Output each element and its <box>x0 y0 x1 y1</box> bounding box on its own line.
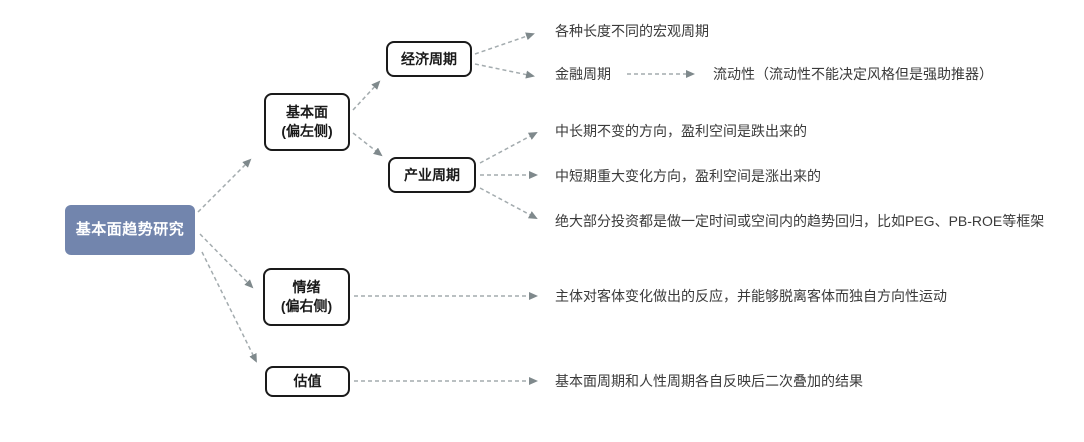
node-economic-cycle: 经济周期 <box>386 41 472 77</box>
leaf-valuation-desc: 基本面周期和人性周期各自反映后二次叠加的结果 <box>555 373 863 389</box>
leaf-sentiment-desc: 主体对客体变化做出的反应，并能够脱离客体而独自方向性运动 <box>555 288 947 304</box>
leaf-financial-cycle: 金融周期 <box>555 66 611 82</box>
node-root: 基本面趋势研究 <box>65 205 195 255</box>
node-fundamental: 基本面 (偏左侧) <box>264 93 350 151</box>
node-fundamental-line2: (偏左侧) <box>281 123 333 139</box>
node-sentiment: 情绪 (偏右侧) <box>263 268 350 326</box>
node-fundamental-line1: 基本面 <box>286 104 328 121</box>
node-industry-cycle: 产业周期 <box>388 157 476 193</box>
node-sentiment-line2: (偏右侧) <box>280 298 333 314</box>
arrow-economic-to-financial <box>474 63 535 79</box>
node-valuation: 估值 <box>265 366 350 397</box>
arrow-root-to-fundamental <box>197 158 252 213</box>
arrow-root-to-valuation <box>201 251 257 363</box>
node-industry-cycle-label: 产业周期 <box>404 166 460 183</box>
node-valuation-label: 估值 <box>293 373 322 390</box>
node-economic-cycle-label: 经济周期 <box>401 50 457 67</box>
arrow-industry-to-reversion <box>479 187 538 219</box>
arrow-industry-to-midlong <box>479 132 538 164</box>
leaf-mid-long-term: 中长期不变的方向，盈利空间是跌出来的 <box>555 123 807 139</box>
arrow-fundamental-to-industry <box>352 132 383 157</box>
leaf-liquidity: 流动性（流动性不能决定风格但是强助推器） <box>713 66 993 82</box>
leaf-macro-cycles: 各种长度不同的宏观周期 <box>555 23 709 39</box>
arrow-root-to-sentiment <box>199 233 254 289</box>
arrow-fundamental-to-economic <box>352 80 381 111</box>
node-root-label: 基本面趋势研究 <box>75 220 185 238</box>
leaf-trend-reversion: 绝大部分投资都是做一定时间或空间内的趋势回归，比如PEG、PB-ROE等框架 <box>555 213 1045 229</box>
arrow-economic-to-macro <box>474 32 535 55</box>
leaf-mid-short-term: 中短期重大变化方向，盈利空间是涨出来的 <box>555 168 821 184</box>
node-sentiment-line1: 情绪 <box>292 279 321 296</box>
